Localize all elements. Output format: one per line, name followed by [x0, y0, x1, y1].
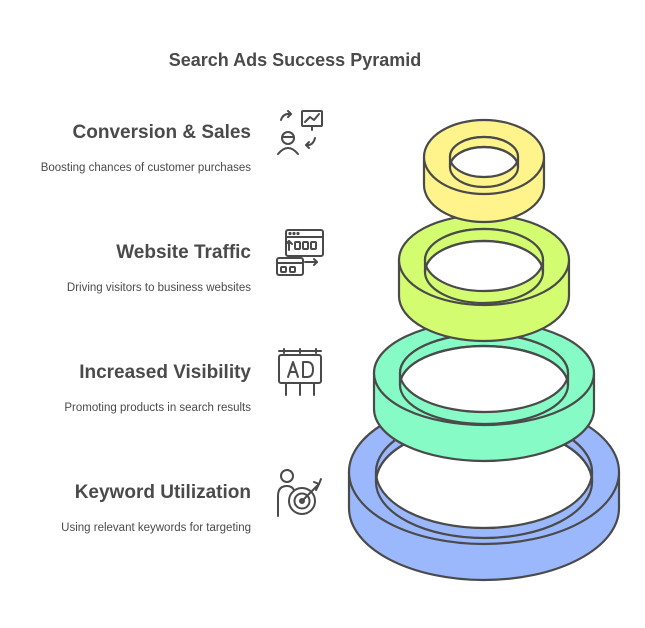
level-traffic-heading: Website Traffic — [116, 242, 251, 263]
level-traffic-description: Driving visitors to business websites — [66, 282, 251, 294]
ring-website-traffic — [397, 213, 571, 343]
web-traffic-icon — [276, 229, 324, 276]
billboard-ad-icon — [278, 348, 322, 396]
page-title: Search Ads Success Pyramid — [168, 50, 422, 70]
ring-increased-visibility — [372, 319, 596, 463]
level-keyword-description: Using relevant keywords for targeting — [61, 522, 251, 534]
level-conversion-description: Boosting chances of customer purchases — [40, 162, 251, 174]
level-keyword-heading: Keyword Utilization — [74, 482, 251, 503]
level-visibility-heading: Increased Visibility — [79, 362, 251, 383]
target-person-icon — [277, 469, 322, 517]
level-conversion-heading: Conversion & Sales — [72, 122, 251, 143]
presentation-person-icon — [277, 110, 323, 155]
level-visibility-description: Promoting products in search results — [64, 402, 251, 414]
ring-conversion-sales — [422, 118, 546, 224]
